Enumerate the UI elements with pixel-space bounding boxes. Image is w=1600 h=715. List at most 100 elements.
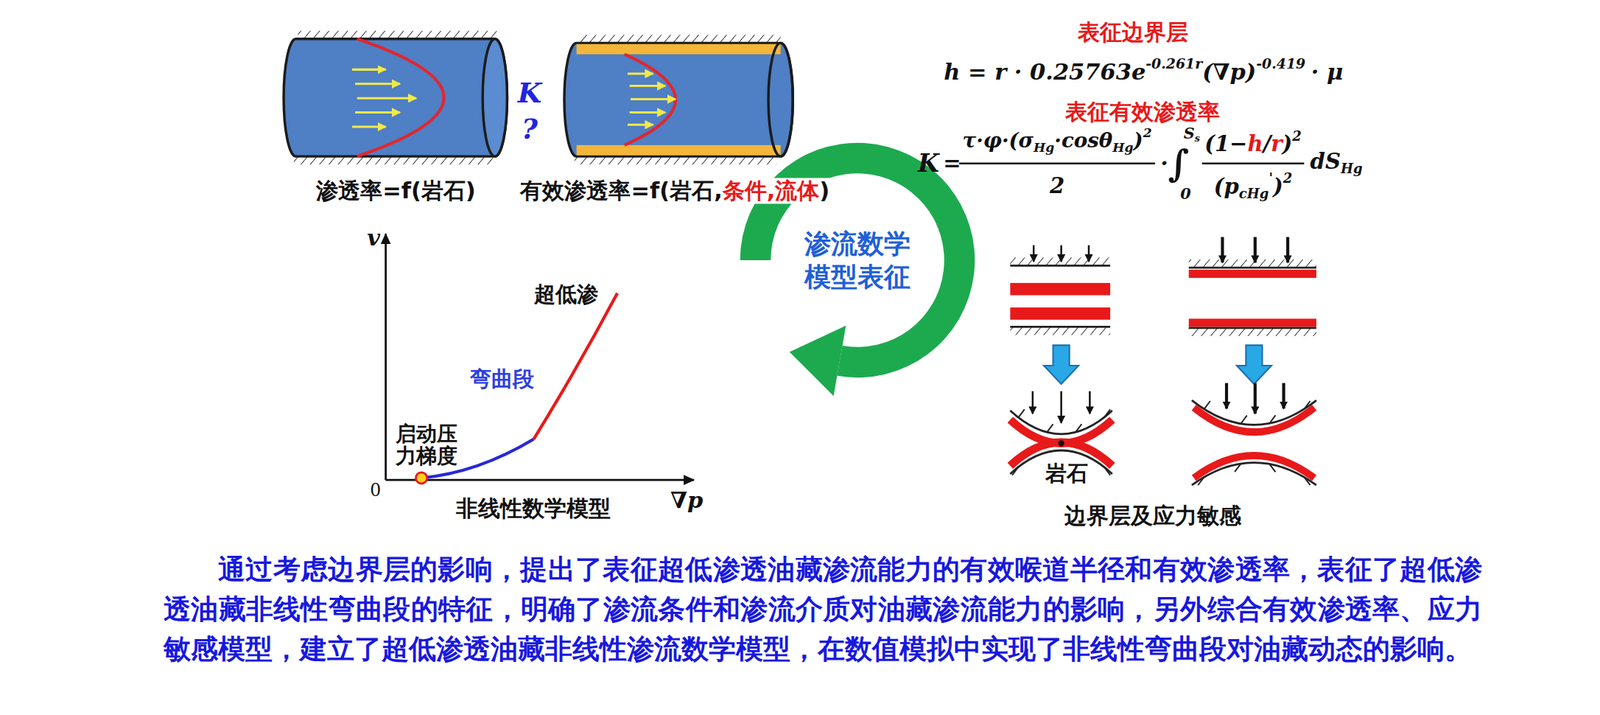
formula: / [1263,131,1272,157]
integral-sign: ∫ [1167,141,1189,185]
pipe-boundary-layer [627,123,654,126]
curve-label: 弯曲段 [469,366,535,392]
pipe-boundary-layer [627,72,654,75]
formula: (1−h/r)2 [1204,128,1302,157]
axis-origin: 0 [369,480,381,501]
flow-chart [386,478,694,482]
parallel-plates [1009,307,1111,320]
parallel-plates [1220,237,1224,263]
deformed-plates [1197,463,1310,485]
pipe-boundary-layer [629,84,666,87]
parallel-plates [1009,257,1111,266]
integral-limit: Ss [1183,124,1200,145]
pipe-label: ) [819,178,830,205]
pipe-rock [357,97,417,100]
pipe-boundary-layer [576,145,781,156]
deformed-plates [1060,391,1062,423]
pipe-boundary-layer [768,42,793,157]
figure-title: 边界层及应力敏感 [1064,502,1242,529]
pipe-rock [352,68,387,71]
axis-label: v [366,223,381,251]
formula-heading: 表征有效渗透率 [1065,99,1220,126]
pipe-rock [482,39,507,157]
pipe-label: 渗透率=f(岩石) [316,178,476,205]
parallel-plates [1188,259,1317,268]
parallel-plates [1188,327,1317,336]
formula: ' [1268,170,1273,187]
formula: ) [1133,128,1144,153]
axis-label: ∇p [670,486,703,513]
pipe-boundary-layer [564,42,793,157]
formula: = [942,151,961,176]
parallel-plates [1188,318,1317,327]
flow-chart [384,233,387,480]
curve-label: 弯曲段 [469,367,535,392]
formula-heading: 表征有效渗透率 [1065,99,1220,126]
formula: Hg [1340,160,1363,177]
pipe-rock [352,125,387,128]
pipe-label: 有效渗透率=f(岩石,条件,流体) [520,178,830,205]
fraction-bar [959,162,1304,164]
fraction-bar [959,162,1156,165]
pipe-rock [357,39,445,157]
deformed-plates [1282,383,1286,409]
pipe-rock [355,82,400,85]
formula: (p [1213,173,1240,199]
question-mark: ? [521,113,538,146]
formula: K [917,149,940,178]
block-arrow [1043,344,1272,384]
flow-chart [533,293,618,440]
curve-label: 超低渗 [534,282,599,308]
pipe-label: 条件,流体 [722,178,820,205]
formula: -0.419 [1255,55,1306,72]
formula: · [1160,150,1169,177]
arrow-ring [739,142,975,378]
formula: cHg [1239,185,1270,202]
deformed-plates [1194,407,1315,432]
fraction-bar [1202,162,1305,165]
formula: 2 [1049,173,1065,199]
parallel-plates [1286,237,1290,263]
flow-chart [386,233,694,484]
rock-label: 岩石 [1045,461,1089,486]
deformed-plates [1032,391,1034,414]
pipe-label: 渗透率=f(岩石) [316,178,476,205]
pipe-rock [283,39,507,157]
parallel-plates [1009,237,1317,336]
formula: (pcHg')2 [1213,171,1293,202]
formula: h = r · 0.25763e-0.261r(∇p)-0.419· μ [943,55,1343,85]
pipe-label: 有效渗透率=f(岩石, [520,178,722,205]
formula: dS [1310,148,1341,174]
formula: dSHg [1310,149,1363,177]
formula: 2 [1292,128,1302,144]
figure-title: 边界层及应力敏感 [1064,502,1242,529]
rock-label: 岩石 [1045,460,1089,486]
formula: 2 [1283,170,1293,187]
deformed-plates [1057,439,1064,446]
parallel-plates [1009,282,1111,296]
formula: h [1247,131,1263,157]
integral-limit: 0 [1180,184,1191,203]
deformed-plates [1088,391,1091,414]
formula: ·cosθ [1054,128,1113,153]
chart-title: 非线性数学模型 [455,495,611,521]
integral-limit: 0 [1180,184,1191,203]
permeability-symbol: K [517,77,543,110]
curve-label: 启动压力梯度 [395,422,458,468]
formula: K [917,148,940,178]
formula: Hg [1112,139,1133,155]
pipe-boundary-layer [630,97,676,101]
pipe-boundary-layer [576,44,781,55]
pipe-rock [283,30,507,165]
deformed-plates [1225,383,1228,409]
formula: τ·φ·(σ [962,128,1034,153]
block-arrow [1043,344,1079,384]
parallel-plates [1009,264,1111,267]
formula: · [1160,149,1169,177]
pipe-boundary-layer [624,54,676,146]
formula-heading: 表征边界层 [1077,19,1189,46]
curve-label: 启动压力梯度 [395,420,458,468]
formula: Hg [1033,139,1055,155]
pipe-boundary-layer [564,34,793,165]
pipe-rock [355,111,400,114]
